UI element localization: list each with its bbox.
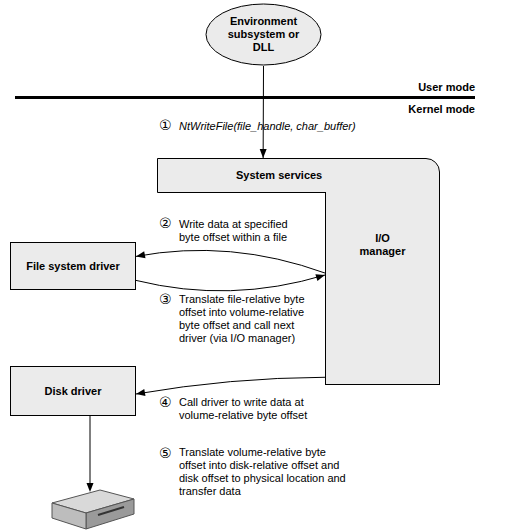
arrowhead (260, 149, 267, 158)
arrowhead (136, 389, 145, 396)
connector (136, 250, 325, 273)
node-label: Environment subsystem or DLL (225, 15, 303, 54)
step-label: Call driver to write data at volume-rela… (179, 396, 334, 422)
step-note: Translate volume-relative byte offset in… (179, 446, 347, 498)
connector (260, 66, 267, 158)
node-label: System services (236, 169, 322, 182)
node-text-group: I/O manager (353, 232, 413, 258)
node-text-group: Disk driver (45, 385, 102, 398)
connector (136, 274, 325, 291)
mode-label: Kernel mode (380, 103, 475, 116)
callout-number: ① (159, 117, 177, 133)
arrowhead (136, 251, 145, 258)
services-box: System services (157, 158, 440, 193)
ellipse-shape (206, 4, 321, 65)
connector-line (136, 275, 325, 291)
mode-label: User mode (380, 81, 475, 94)
connector-line (136, 377, 325, 394)
disk-arrowhead (87, 483, 94, 492)
callout-number: ② (159, 215, 177, 231)
disk-side (52, 503, 86, 529)
node-text-group: System services (236, 169, 322, 182)
connector-line (263, 66, 264, 158)
step-label: Translate file-relative byte offset into… (179, 293, 324, 345)
subsystem-ellipse: Environment subsystem or DLL (205, 3, 322, 66)
mode-divider (15, 96, 475, 99)
disk-front (86, 499, 134, 529)
connector-line (136, 250, 325, 273)
step-label: Write data at specified byte offset with… (179, 218, 307, 244)
node-label: I/O manager (353, 232, 413, 258)
node-label: File system driver (26, 260, 120, 273)
callout-number: ③ (159, 291, 177, 307)
connector (136, 377, 325, 396)
callout-number: ⑤ (159, 445, 177, 461)
driver-box: File system driver (10, 242, 136, 290)
callout-number: ④ (159, 394, 177, 410)
node-label: Disk driver (45, 385, 102, 398)
node-text-group: File system driver (26, 260, 120, 273)
driver-box: Disk driver (10, 366, 136, 416)
disk-slot (98, 507, 124, 515)
manager-box: I/O manager (325, 192, 440, 385)
node-text-group: Environment subsystem or DLL (225, 15, 303, 54)
step-label: NtWriteFile(file_handle, char_buffer) (179, 120, 409, 133)
arrowhead (315, 274, 325, 281)
disk-link (90, 416, 91, 484)
